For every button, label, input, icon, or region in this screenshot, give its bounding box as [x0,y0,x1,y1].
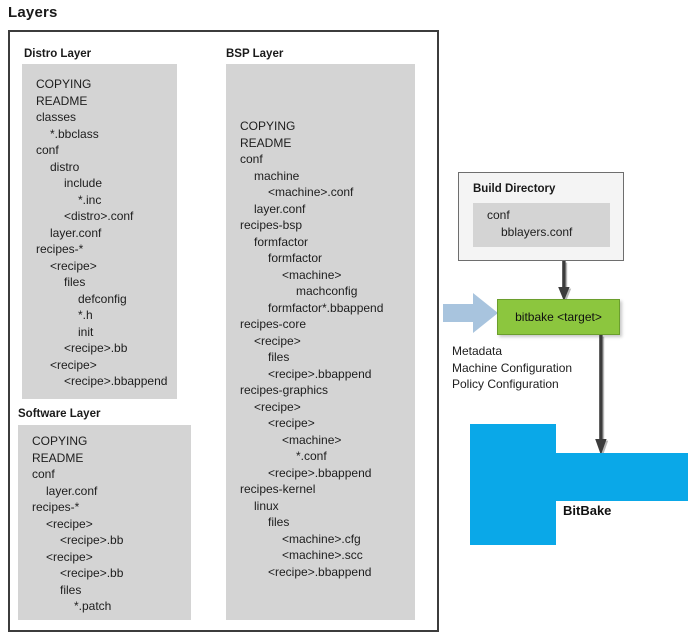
distro-layer-tree: COPYING README classes *.bbclass conf distro i… [22,64,177,399]
tree-item: <distro>.conf [64,209,134,223]
arrow-builddirectory-to-bitbake-icon [558,261,572,303]
software-layer-file-list: COPYING README conf layer.conf recipes-* <rec… [18,425,191,615]
tree-item: files [64,275,86,289]
tree-item: bblayers.conf [501,225,573,239]
tree-item: <recipe>.bbappend [64,374,168,388]
bitbake-target-box[interactable]: bitbake <target> [497,299,620,335]
tree-item: recipes-kernel [240,482,316,496]
tree-item: COPYING [36,77,92,91]
tree-item: *.inc [78,192,102,207]
tree-item: <machine>.scc [282,548,363,562]
build-directory-file-list: conf bblayers.conf [473,203,610,241]
tree-item: distro [50,159,80,174]
tree-item: <recipe>.bbappend [268,366,372,381]
tree-item: <recipe> [50,258,97,273]
distro-layer-label: Distro Layer [24,48,92,60]
tree-item: <machine>.conf [268,185,354,199]
tree-item: <recipe> [254,333,301,348]
tree-item: <recipe> [46,549,93,564]
bsp-layer-tree: COPYING README conf machine <machine>.conf la… [226,64,415,620]
tree-item: COPYING [240,119,296,133]
tree-item: recipes-* [36,242,84,256]
metadata-caption-line-2: Machine Configuration [452,360,573,375]
tree-item: classes [36,110,77,124]
software-layer-label: Software Layer [18,408,101,420]
tree-item: <recipe>.bb [64,341,128,355]
tree-item: machine [254,168,300,183]
tree-item: defconfig [78,291,127,306]
metadata-caption-line-1: Metadata [452,344,503,358]
tree-item: <recipe>.bb [60,533,124,547]
tree-item: *.bbclass [50,126,99,141]
tree-item: layer.conf [50,225,102,240]
tree-item: COPYING [32,434,88,448]
tree-item: README [32,450,84,465]
tree-item: *.h [78,308,93,322]
build-directory-box: Build Directory conf bblayers.conf [458,172,624,261]
metadata-caption: Metadata Machine Configuration Policy Co… [452,343,572,393]
build-directory-title: Build Directory [473,183,556,195]
tree-item: formfactor*.bbappend [268,300,384,315]
tree-item: recipes-graphics [240,383,329,397]
tree-item: <recipe>.bb [60,566,124,580]
bsp-layer-label: BSP Layer [226,48,284,60]
bitbake-target-label: bitbake <target> [515,310,602,324]
build-directory-tree: conf bblayers.conf [473,203,610,247]
tree-item: formfactor [254,234,309,249]
tree-item: <recipe>.bbappend [268,564,372,579]
tree-item: machconfig [296,284,358,298]
tree-item: <recipe> [46,516,93,531]
tree-item: linux [254,498,279,513]
tree-item: <machine> [282,432,342,447]
tree-item: README [240,135,292,150]
tree-item: <recipe> [268,416,315,430]
tree-item: conf [487,208,510,222]
software-layer-tree: COPYING README conf layer.conf recipes-* <rec… [18,425,191,620]
tree-item: layer.conf [254,201,306,216]
tree-item: recipes-* [32,500,80,514]
tree-item: *.conf [296,449,327,463]
metadata-input-arrow-icon [443,293,498,333]
tree-item: formfactor [268,251,323,265]
tree-item: README [36,93,88,108]
tree-item: include [64,176,103,190]
tree-item: <machine> [282,267,342,282]
tree-item: recipes-core [240,317,307,331]
tree-item: <recipe> [254,399,301,414]
metadata-caption-line-3: Policy Configuration [452,377,559,391]
tree-item: <machine>.cfg [282,531,361,546]
bsp-layer-file-list: COPYING README conf machine <machine>.conf la… [226,64,415,580]
tree-item: <recipe> [50,357,97,372]
tree-item: files [60,582,82,597]
distro-layer-file-list: COPYING README classes *.bbclass conf distro i… [22,64,177,390]
tree-item: layer.conf [46,483,98,498]
tree-item: files [268,515,290,529]
tree-item: conf [32,467,55,481]
tree-item: conf [36,143,59,157]
tree-item: <recipe>.bbappend [268,465,372,480]
tree-item: recipes-bsp [240,218,303,232]
bitbake-block-label: BitBake [563,503,612,518]
bitbake-block-shape-horizontal [470,453,688,501]
tree-item: files [268,350,290,364]
tree-item: init [78,324,94,339]
page-title: Layers [8,4,58,21]
arrow-bitbake-to-bitbakeblock-icon [595,335,609,457]
tree-item: *.patch [74,599,112,613]
tree-item: conf [240,152,263,166]
